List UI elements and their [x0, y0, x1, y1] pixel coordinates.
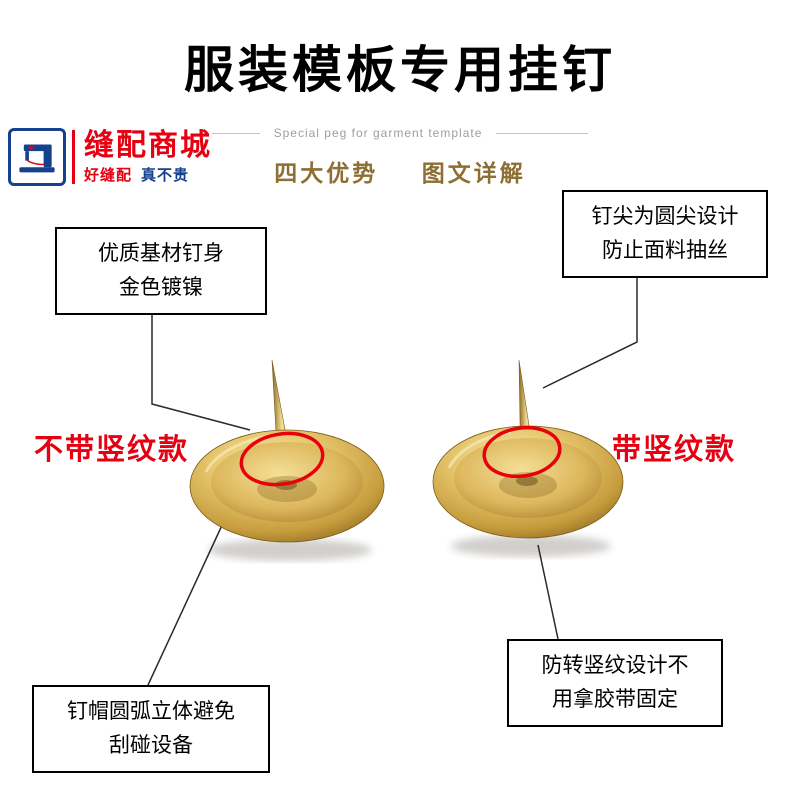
pushpin-photo-left: [189, 359, 385, 561]
brand-logo: 缝配商城 好缝配真不贵: [8, 128, 212, 186]
callout-pin-tip: 钉尖为圆尖设计 防止面料抽丝: [562, 190, 768, 279]
divider-line-right: [496, 132, 589, 134]
brand-slogan: 好缝配真不贵: [84, 164, 212, 185]
callout-anti-rotation: 防转竖纹设计不 用拿胶带固定: [507, 639, 723, 728]
highlight-circle-left: [239, 431, 325, 487]
logo-divider: [72, 130, 75, 184]
pin-needle-base: [516, 476, 538, 486]
tagline-advantages: 四大优势: [274, 160, 379, 186]
leader-line-top-left: [151, 303, 251, 431]
callout-line: 防转竖纹设计不: [541, 654, 689, 677]
variant-label-right: 带竖纹款: [612, 434, 737, 466]
slogan-part-red: 好缝配: [84, 167, 133, 184]
callout-line: 用拿胶带固定: [552, 688, 678, 712]
callout-line: 刮碰设备: [109, 734, 193, 758]
logo-text: 缝配商城 好缝配真不贵: [84, 129, 212, 185]
leader-line-bottom-right: [537, 544, 559, 640]
callout-line: 钉帽圆弧立体避免: [67, 700, 235, 723]
callout-line: 金色镀镍: [119, 276, 203, 300]
subtitle-row: Special peg for garment template: [0, 126, 800, 140]
leader-line-top-right: [542, 266, 638, 389]
callout-pin-body: 优质基材钉身 金色镀镍: [55, 227, 267, 316]
pushpin-photo-right: [432, 359, 624, 557]
pin-shadow: [451, 535, 611, 557]
sewing-machine-icon: [8, 128, 66, 186]
variant-label-left: 不带竖纹款: [34, 434, 190, 466]
subtitle-text: Special peg for garment template: [273, 126, 483, 140]
highlight-circle-right: [482, 425, 562, 479]
brand-name: 缝配商城: [84, 129, 212, 162]
callout-line: 优质基材钉身: [98, 242, 224, 265]
callout-line: 钉尖为圆尖设计: [591, 205, 739, 228]
page-title: 服装模板专用挂钉: [184, 42, 616, 98]
callout-line: 防止面料抽丝: [602, 239, 728, 263]
divider-line-left: [211, 132, 260, 134]
slogan-part-blue: 真不贵: [141, 167, 190, 184]
tagline: 四大优势 图文详解: [0, 154, 800, 188]
tagline-details: 图文详解: [421, 160, 526, 186]
callout-pin-cap: 钉帽圆弧立体避免 刮碰设备: [32, 685, 270, 774]
pin-shadow: [208, 539, 372, 561]
